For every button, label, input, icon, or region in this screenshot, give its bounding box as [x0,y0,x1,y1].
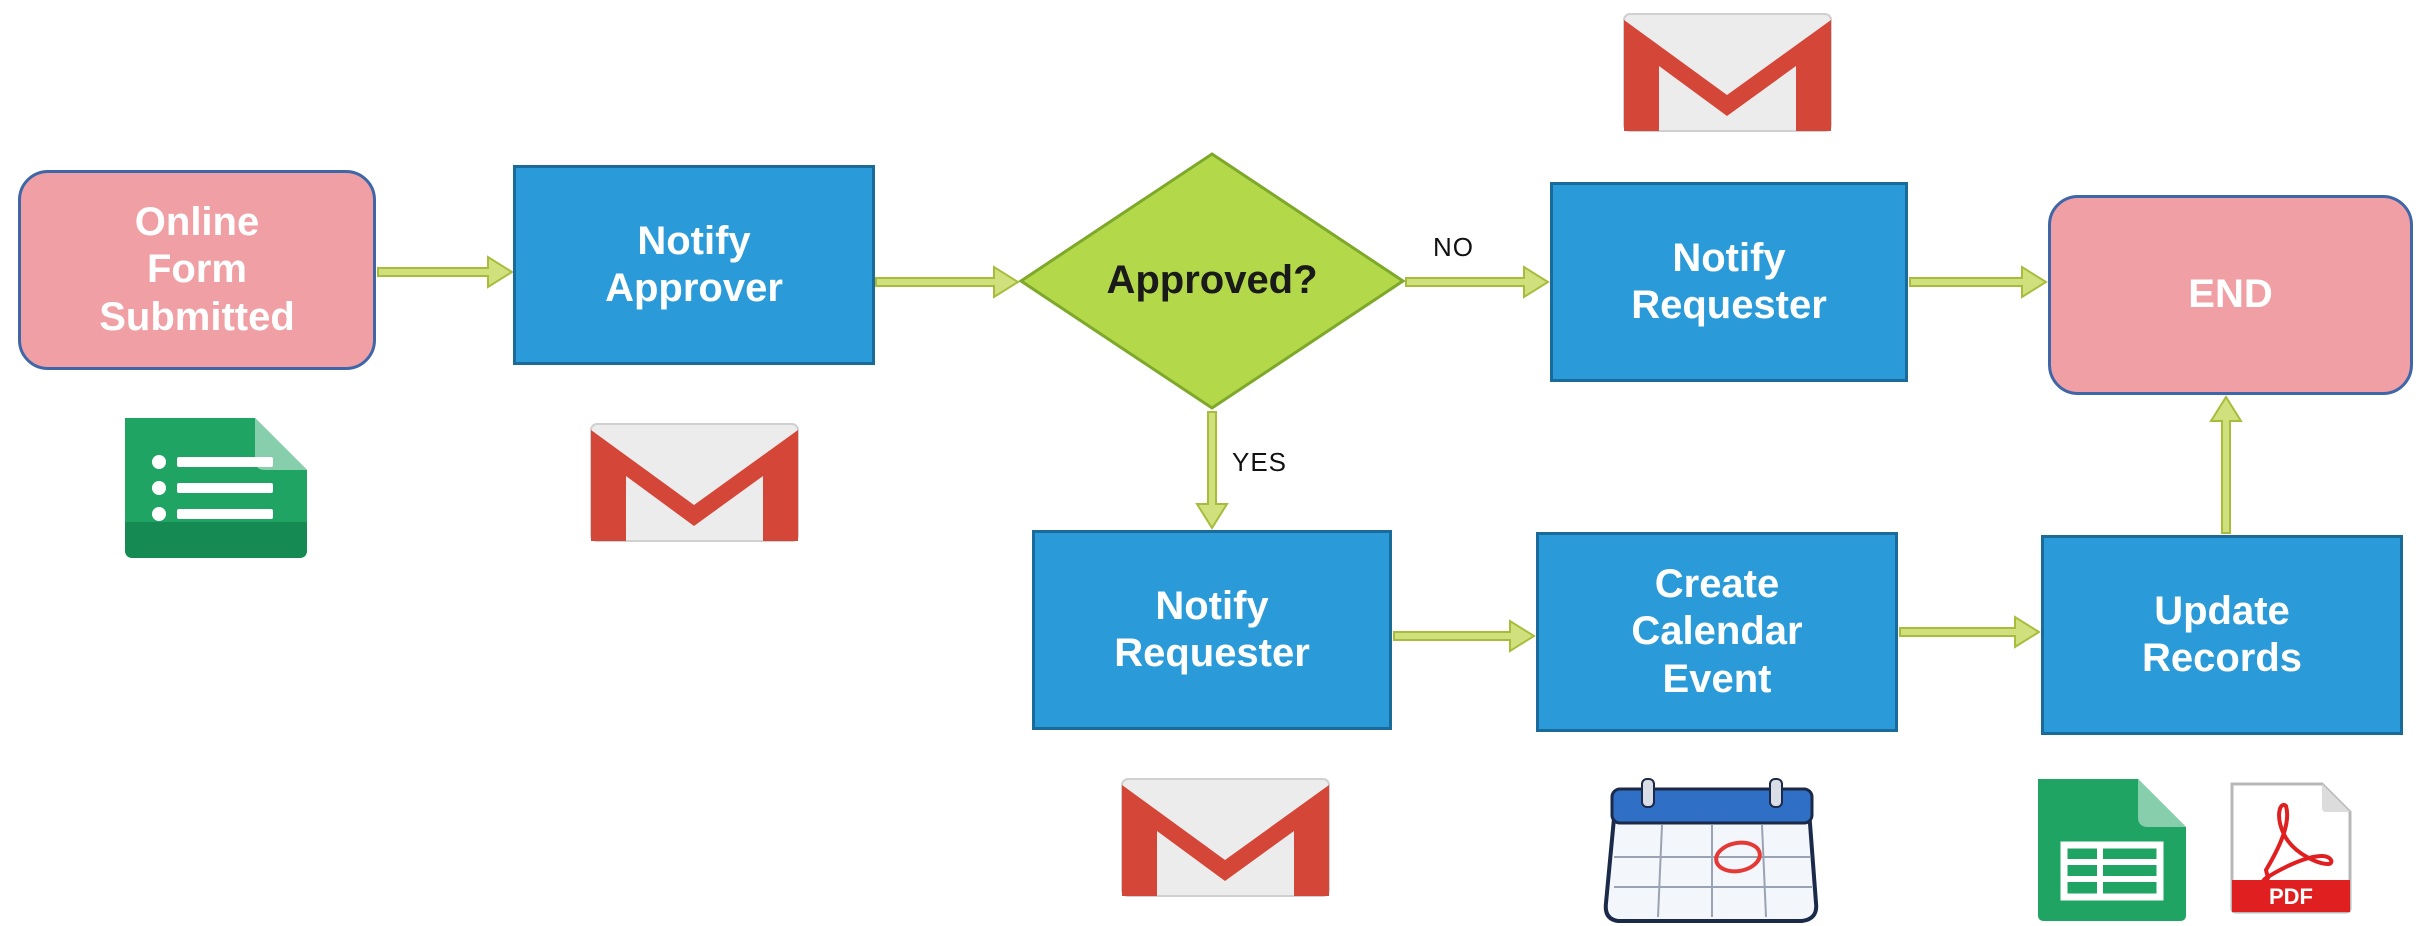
arrow-requester-yes-to-event [1393,619,1536,653]
gmail-icon [1620,10,1835,135]
arrow-start-to-approver [377,255,514,289]
decision-diamond [1018,152,1406,410]
pdf-label: PDF [2269,884,2313,909]
yes-edge-label: YES [1232,447,1288,477]
notify-approver-node: Notify Approver [513,165,875,365]
gmail-icon [587,420,802,545]
create-calendar-event-node: Create Calendar Event [1536,532,1898,732]
gmail-icon [1118,775,1333,900]
google-sheets-icon [2030,775,2195,925]
arrow-decision-to-requester-yes [1195,411,1229,530]
no-edge-label: NO [1433,232,1474,262]
notify-requester-yes-node: Notify Requester [1032,530,1392,730]
pdf-icon: PDF [2226,780,2356,915]
notify-requester-no-node: Notify Requester [1550,182,1908,382]
arrow-event-to-records [1899,615,2041,649]
arrow-requester-no-to-end [1909,265,2048,299]
update-records-node: Update Records [2041,535,2403,735]
decision-label: Approved? [1106,258,1318,303]
approved-decision-node: Approved? [1017,150,1407,412]
arrow-approver-to-decision [875,265,1020,299]
arrow-records-to-end [2209,395,2243,534]
google-forms-icon [115,412,315,562]
end-node: END [2048,195,2413,395]
start-node: Online Form Submitted [18,170,376,370]
calendar-icon [1592,775,1832,925]
arrow-decision-to-requester-no [1405,265,1550,299]
